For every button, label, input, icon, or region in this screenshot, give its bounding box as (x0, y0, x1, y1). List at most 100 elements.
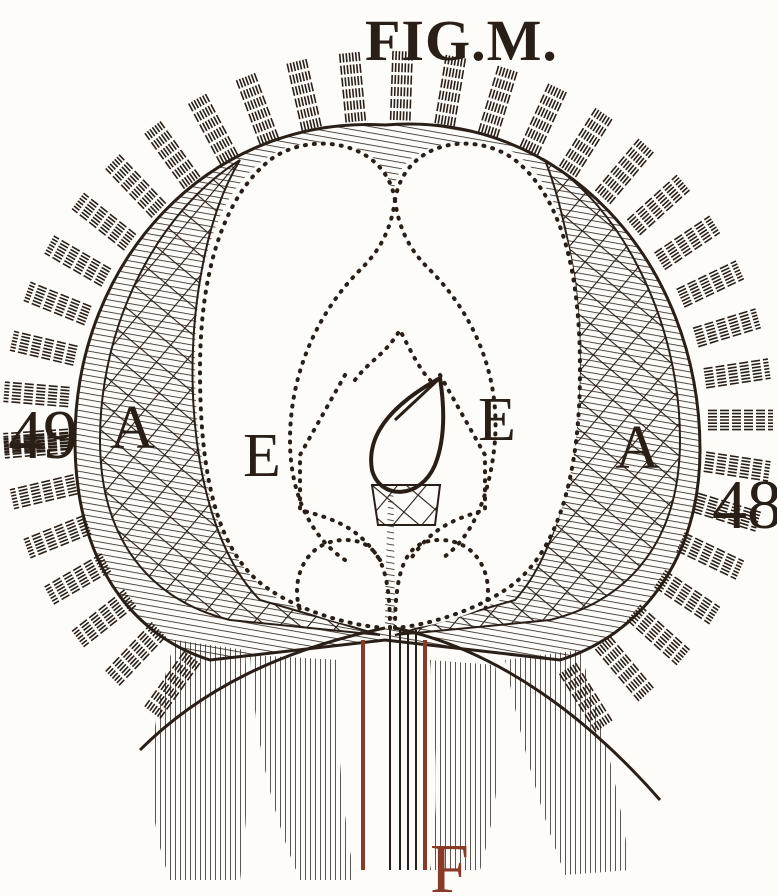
ray-stroke (636, 185, 686, 230)
ray-stroke (631, 615, 681, 660)
ray-stroke (603, 146, 647, 198)
ray-stroke (74, 206, 126, 248)
label-48: 48 (712, 467, 777, 544)
ray-stroke (119, 155, 166, 204)
ray-stroke (638, 608, 688, 653)
ray-stroke (656, 219, 711, 256)
ray-stroke (568, 114, 605, 172)
ray-stroke (598, 141, 642, 193)
figure-title: FIG.M. (365, 8, 558, 73)
ray-stroke (296, 61, 312, 129)
ray-stroke (600, 645, 644, 697)
ray-stroke (600, 143, 644, 195)
ray-stroke (595, 649, 639, 701)
ray-stroke (660, 579, 715, 616)
ray-stroke (629, 178, 679, 223)
ray-stroke (145, 133, 185, 188)
ray-stroke (595, 139, 639, 191)
label-E-right: E (478, 386, 516, 454)
ray-stroke (607, 150, 651, 202)
ray-stroke (78, 201, 130, 242)
ray-stroke (636, 610, 686, 655)
ray-stroke (245, 76, 269, 141)
ray-stroke (117, 634, 163, 683)
ray-stroke (562, 110, 599, 168)
ray-stroke (605, 640, 649, 692)
ray-stroke (147, 131, 187, 186)
ray-stroke (660, 224, 715, 261)
ray-stroke (290, 62, 306, 130)
ray-stroke (82, 196, 134, 238)
ray-stroke (610, 636, 654, 688)
ray-stroke (631, 180, 681, 225)
label-A-right: A (615, 414, 660, 482)
ray-stroke (356, 51, 363, 121)
ray-stroke (152, 127, 192, 182)
ray-stroke (627, 620, 677, 665)
ray-stroke (640, 190, 690, 235)
ray-stroke (112, 630, 159, 679)
ray-stroke (655, 587, 710, 624)
ray-stroke (82, 603, 134, 645)
ray-stroke (108, 166, 155, 215)
ray-stroke (573, 117, 610, 175)
ray-stroke (299, 60, 315, 128)
ray-stroke (633, 183, 683, 228)
ray-stroke (560, 108, 596, 166)
label-A-left: A (110, 394, 155, 462)
ray-stroke (629, 617, 679, 662)
ray-stroke (346, 52, 353, 122)
ray-stroke (74, 593, 126, 635)
label-E-left: E (243, 422, 281, 490)
ray-stroke (112, 162, 159, 211)
ray-stroke (248, 75, 272, 140)
ray-stroke (661, 576, 716, 613)
ray-stroke (640, 605, 690, 650)
ray-stroke (352, 52, 359, 122)
ray-stroke (26, 294, 87, 318)
ray-stroke (627, 175, 677, 220)
ray-stroke (106, 169, 153, 218)
ray-stroke (287, 63, 303, 131)
ray-stroke (570, 116, 606, 174)
ray-stroke (706, 378, 770, 388)
ray-stroke (27, 291, 88, 315)
ray-stroke (158, 123, 198, 178)
ray-stroke (78, 598, 130, 639)
label-F: F (430, 831, 469, 896)
ray-stroke (706, 452, 770, 462)
ray-stroke (665, 233, 720, 270)
ray-stroke (84, 605, 136, 646)
ray-stroke (607, 638, 651, 690)
ray-stroke (638, 188, 688, 233)
ray-stroke (633, 613, 683, 658)
ray-stroke (106, 623, 153, 672)
ray-stroke (108, 625, 155, 674)
label-49: 49 (8, 397, 78, 474)
ray-stroke (603, 643, 647, 695)
ray-stroke (28, 288, 89, 312)
ray-stroke (340, 53, 347, 123)
ray-stroke (605, 148, 649, 200)
ray-stroke (150, 129, 190, 184)
ray-stroke (155, 125, 195, 180)
ray-stroke (117, 157, 163, 206)
ray-stroke (11, 347, 75, 362)
ray-stroke (76, 204, 128, 245)
ray-stroke (72, 209, 124, 251)
ray-stroke (303, 59, 318, 127)
ray-stroke (110, 627, 157, 676)
ray-stroke (26, 521, 87, 545)
ray-stroke (658, 581, 713, 618)
ray-stroke (119, 636, 166, 685)
ray-stroke (349, 52, 356, 122)
ray-stroke (656, 584, 711, 621)
ray-stroke (343, 53, 350, 123)
ray-stroke (11, 478, 75, 493)
stem (363, 630, 425, 870)
ray-stroke (598, 647, 642, 699)
ray-stroke (115, 159, 162, 208)
ray-stroke (665, 571, 720, 608)
ray-stroke (27, 524, 88, 548)
